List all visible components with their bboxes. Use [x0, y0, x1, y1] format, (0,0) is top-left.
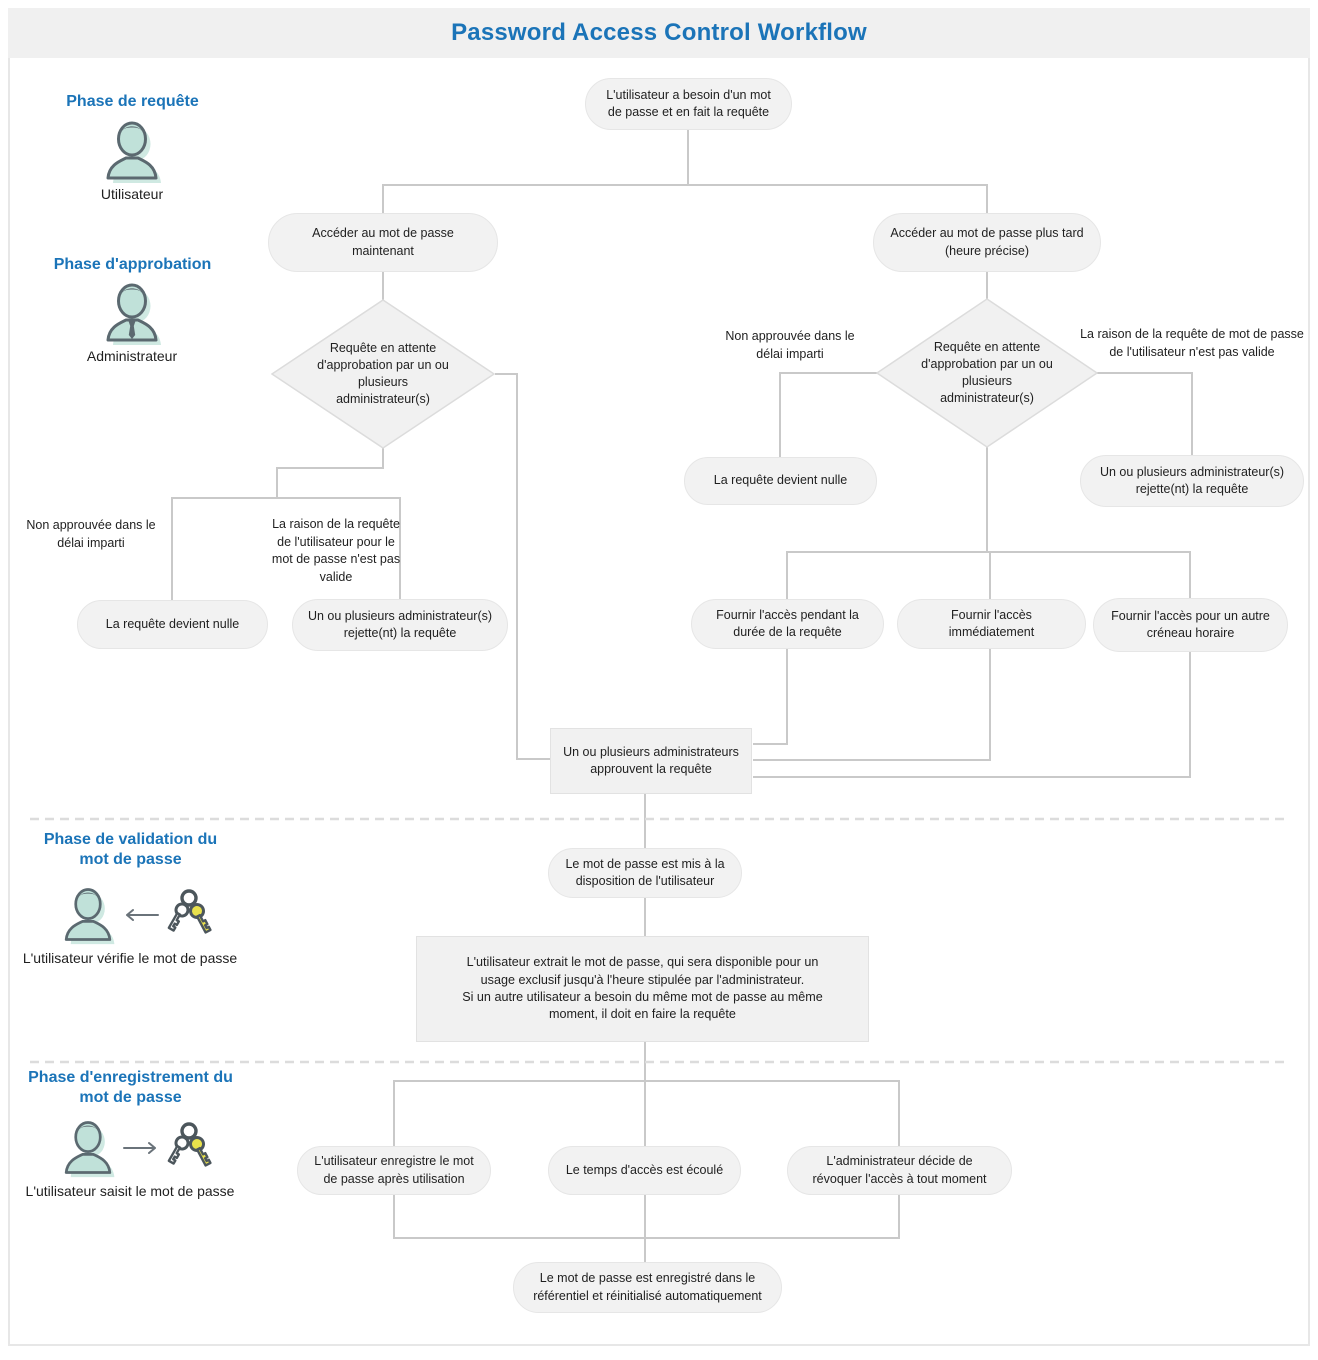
phase-title-registration: Phase d'enregistrement du mot de passe: [28, 1069, 233, 1107]
diagram-header: Password Access Control Workflow: [8, 8, 1310, 58]
node-admin-revokes: L'administrateur décide de révoquer l'ac…: [787, 1146, 1012, 1195]
actor-label-user: Utilisateur: [100, 186, 164, 202]
node-admins-reject-right: Un ou plusieurs administrateur(s) rejett…: [1080, 455, 1304, 507]
label-not-approved-right: Non approuvée dans le délai imparti: [725, 329, 855, 361]
node-time-elapsed: Le temps d'accès est écoulé: [548, 1146, 741, 1195]
label-not-approved-left: Non approuvée dans le délai imparti: [26, 518, 156, 550]
phase-title-request: Phase de requête: [66, 93, 199, 110]
node-user-retrieves: L'utilisateur extrait le mot de passe, q…: [416, 936, 869, 1042]
user-returns-keys-icon: [60, 1118, 214, 1178]
node-pending-approval-left: Requête en attente d'approbation par un …: [271, 299, 495, 449]
node-admins-approve: Un ou plusieurs administrateurs approuve…: [550, 728, 752, 794]
admin-icon: [102, 280, 162, 346]
node-password-available: Le mot de passe est mis à la disposition…: [548, 848, 742, 898]
phase-title-approval: Phase d'approbation: [53, 256, 212, 273]
diagram-title: Password Access Control Workflow: [451, 19, 867, 46]
node-provide-immediate: Fournir l'accès immédiatement: [897, 599, 1086, 649]
keys-icon: [167, 1122, 212, 1167]
arrow-right-icon: [123, 1142, 156, 1154]
node-user-saves: L'utilisateur enregistre le mot de passe…: [297, 1146, 491, 1195]
node-provide-duration: Fournir l'accès pendant la durée de la r…: [691, 599, 884, 649]
node-pending-approval-right: Requête en attente d'approbation par un …: [876, 298, 1098, 448]
node-provide-other-slot: Fournir l'accès pour un autre créneau ho…: [1093, 598, 1288, 652]
node-start: L'utilisateur a besoin d'un mot de passe…: [585, 78, 792, 130]
node-request-null-right: La requête devient nulle: [684, 457, 877, 505]
keys-icon: [167, 889, 212, 934]
node-access-now: Accéder au mot de passe maintenant: [268, 213, 498, 272]
actor-label-admin: Administrateur: [86, 348, 178, 364]
node-password-reset: Le mot de passe est enregistré dans le r…: [513, 1262, 782, 1313]
user-receives-keys-icon: [60, 885, 214, 945]
user-icon: [102, 118, 162, 184]
label-reason-invalid-left: La raison de la requête de l'utilisateur…: [271, 517, 401, 584]
node-admins-reject-left: Un ou plusieurs administrateur(s) rejett…: [292, 599, 508, 651]
phase-title-validation: Phase de validation du mot de passe: [43, 831, 218, 869]
node-access-later: Accéder au mot de passe plus tard (heure…: [873, 213, 1101, 272]
node-request-null-left: La requête devient nulle: [77, 600, 268, 649]
actor-label-enter: L'utilisateur saisit le mot de passe: [25, 1183, 235, 1199]
actor-label-verify: L'utilisateur vérifie le mot de passe: [22, 950, 238, 966]
label-reason-invalid-right: La raison de la requête de mot de passe …: [1080, 327, 1304, 359]
arrow-left-icon: [126, 909, 159, 921]
